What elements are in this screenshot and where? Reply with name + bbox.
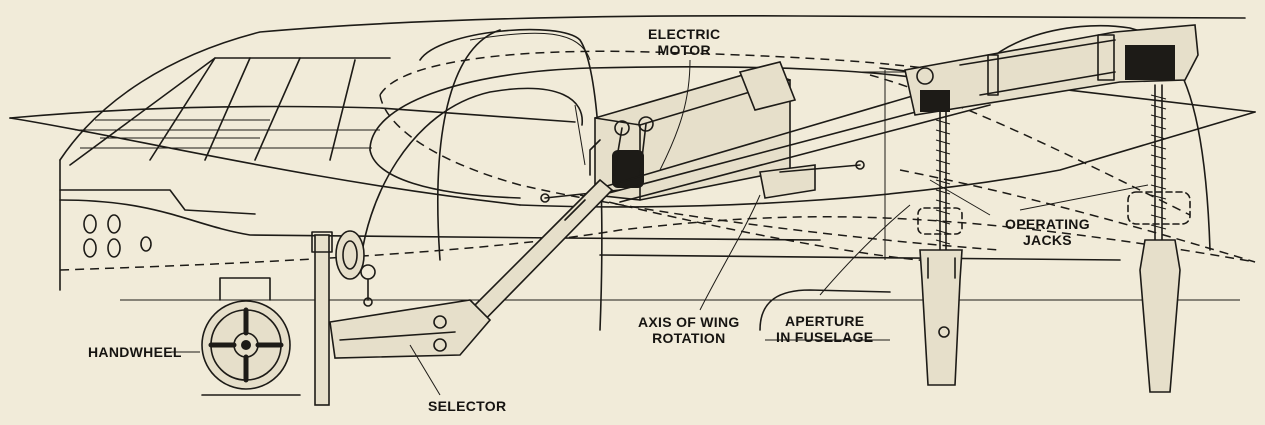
label-operating-jacks: OPERATING JACKS — [1005, 216, 1090, 248]
instrument-dials — [83, 214, 152, 258]
canopy-frames — [59, 57, 391, 215]
dashed-wing-positions — [59, 50, 1256, 271]
selector-arm — [329, 178, 614, 359]
label-aperture-in-fuselage: APERTURE IN FUSELAGE — [776, 313, 874, 345]
electric-motor-housing — [589, 61, 816, 201]
label-axis-of-wing-rotation: AXIS OF WING ROTATION — [638, 314, 740, 346]
label-selector: SELECTOR — [428, 398, 507, 414]
label-electric-motor: ELECTRIC MOTOR — [648, 26, 721, 58]
handwheel — [201, 277, 301, 396]
label-handwheel: HANDWHEEL — [88, 344, 182, 360]
leader-lines — [168, 59, 1149, 396]
operating-jacks — [904, 24, 1199, 393]
fuselage-outline — [59, 15, 1246, 301]
flexible-cable — [359, 87, 586, 271]
selector-control — [311, 230, 376, 406]
